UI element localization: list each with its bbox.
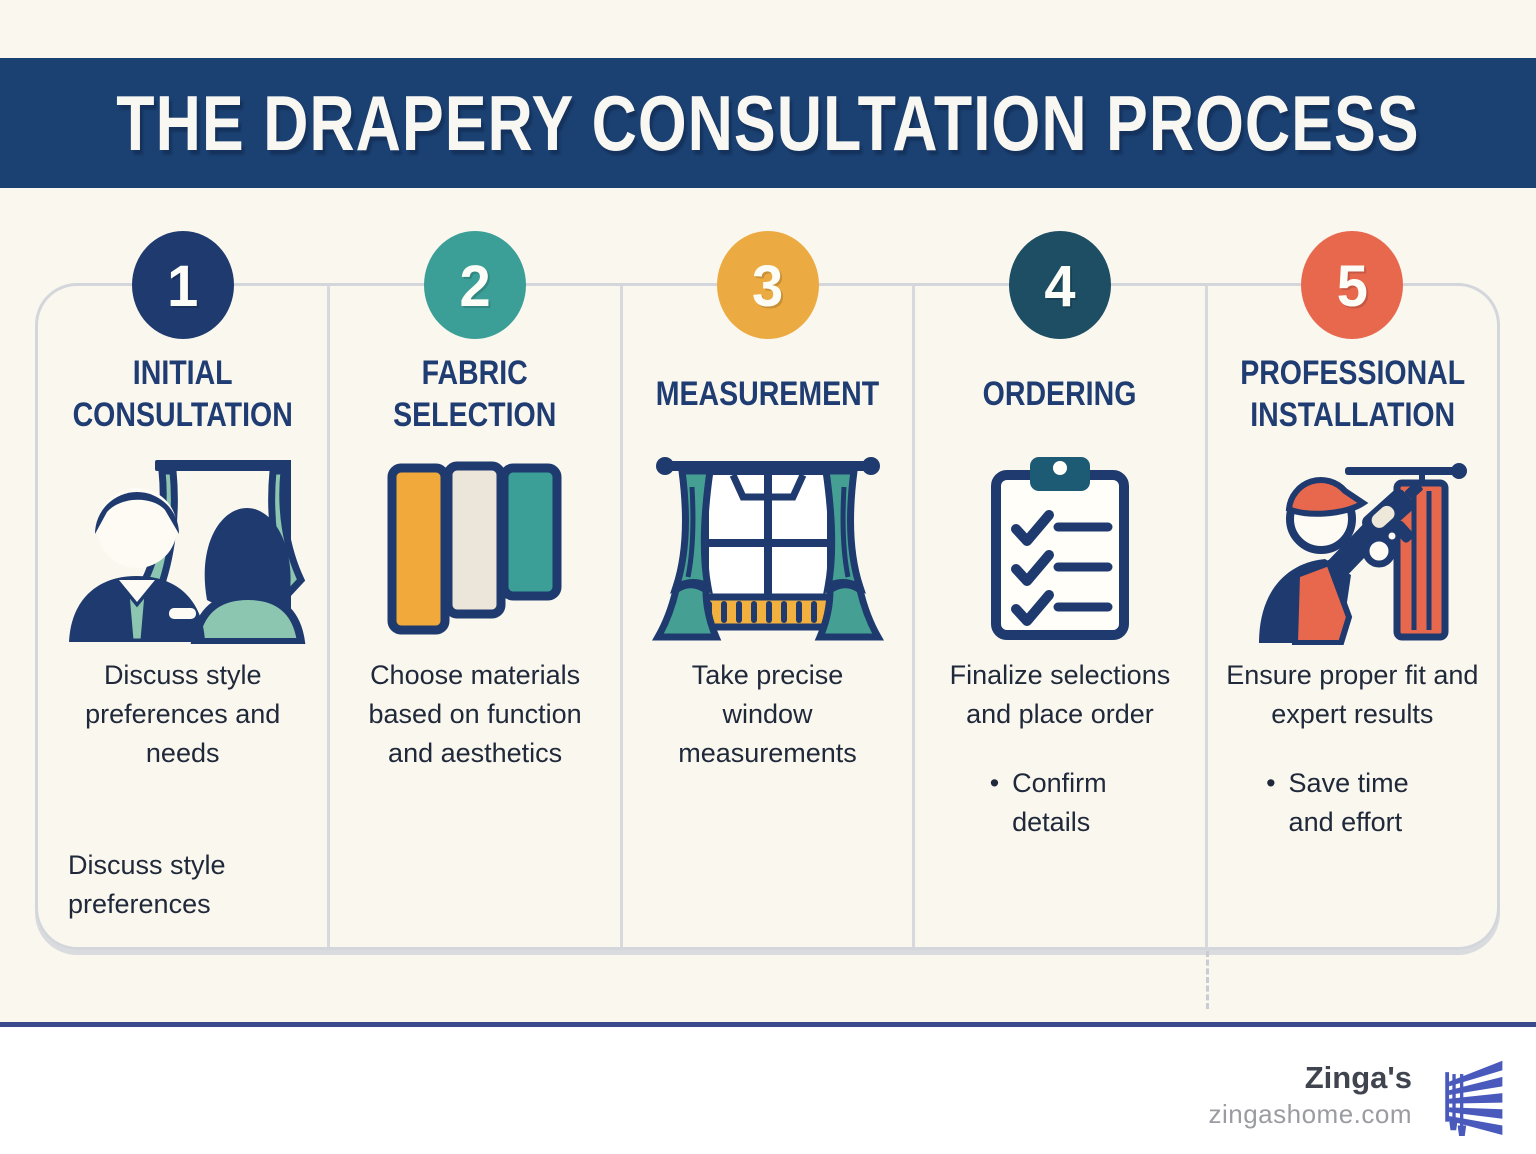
step-note: Discuss style preferences: [68, 850, 226, 919]
step-number: 1: [167, 251, 199, 319]
step-bullet: • Save time and effort: [1208, 764, 1497, 842]
brand-block: Zinga's zingashome.com: [1208, 1052, 1510, 1138]
consultation-people-icon: [38, 440, 327, 652]
step-number-badge: 4: [1008, 231, 1111, 339]
step-column-initial-consultation: 1 INITIAL CONSULTATION: [38, 231, 327, 947]
step-bullet: • Confirm details: [915, 764, 1204, 842]
step-number: 2: [459, 251, 491, 319]
footer-divider: [0, 1022, 1536, 1027]
step-number-badge: 3: [716, 231, 819, 339]
step-column-professional-installation: 5 PROFESSIONAL INSTALLATION: [1204, 231, 1497, 947]
process-panel: 1 INITIAL CONSULTATION: [35, 231, 1500, 950]
step-title: INITIAL CONSULTATION: [72, 353, 293, 434]
step-column-ordering: 4 ORDERING Finalize se: [912, 231, 1204, 947]
bullet-dot-icon: •: [1266, 768, 1276, 799]
page-title: THE DRAPERY CONSULTATION PROCESS: [116, 79, 1420, 167]
step-description: Choose materials based on function and a…: [368, 660, 582, 769]
step-title: ORDERING: [983, 374, 1137, 413]
window-blinds-logo: [1445, 1060, 1503, 1136]
step-number-badge: 1: [131, 231, 234, 339]
step-title: MEASUREMENT: [655, 374, 880, 413]
step-description: Discuss style preferences and needs: [85, 660, 281, 769]
footer: [0, 1027, 1536, 1154]
step-description: Ensure proper fit and expert results: [1226, 660, 1479, 730]
step-description: Take precise window measurements: [678, 660, 857, 769]
fabric-swatches-icon: [330, 440, 619, 652]
dashed-divider-line: [1206, 951, 1209, 1009]
step-description: Finalize selections and place order: [949, 660, 1171, 730]
bullet-dot-icon: •: [989, 768, 1000, 799]
checklist-clipboard-icon: [915, 440, 1204, 652]
step-number-badge: 2: [424, 231, 527, 339]
window-curtains-ruler-icon: [623, 440, 912, 652]
brand-website: zingashome.com: [1208, 1099, 1412, 1130]
step-title: FABRIC SELECTION: [393, 353, 557, 434]
step-title: PROFESSIONAL INSTALLATION: [1239, 353, 1465, 434]
step-column-fabric-selection: 2 FABRIC SELECTION Choose materials base…: [327, 231, 619, 947]
brand-name: Zinga's: [1304, 1059, 1412, 1095]
header-banner: THE DRAPERY CONSULTATION PROCESS: [0, 58, 1536, 188]
step-number-badge: 5: [1301, 231, 1404, 339]
installer-drill-curtain-icon: [1208, 440, 1497, 652]
step-number: 3: [751, 251, 784, 319]
step-number: 5: [1336, 251, 1368, 319]
step-column-measurement: 3 MEASUREMENT: [619, 231, 912, 947]
step-number: 4: [1044, 251, 1076, 319]
